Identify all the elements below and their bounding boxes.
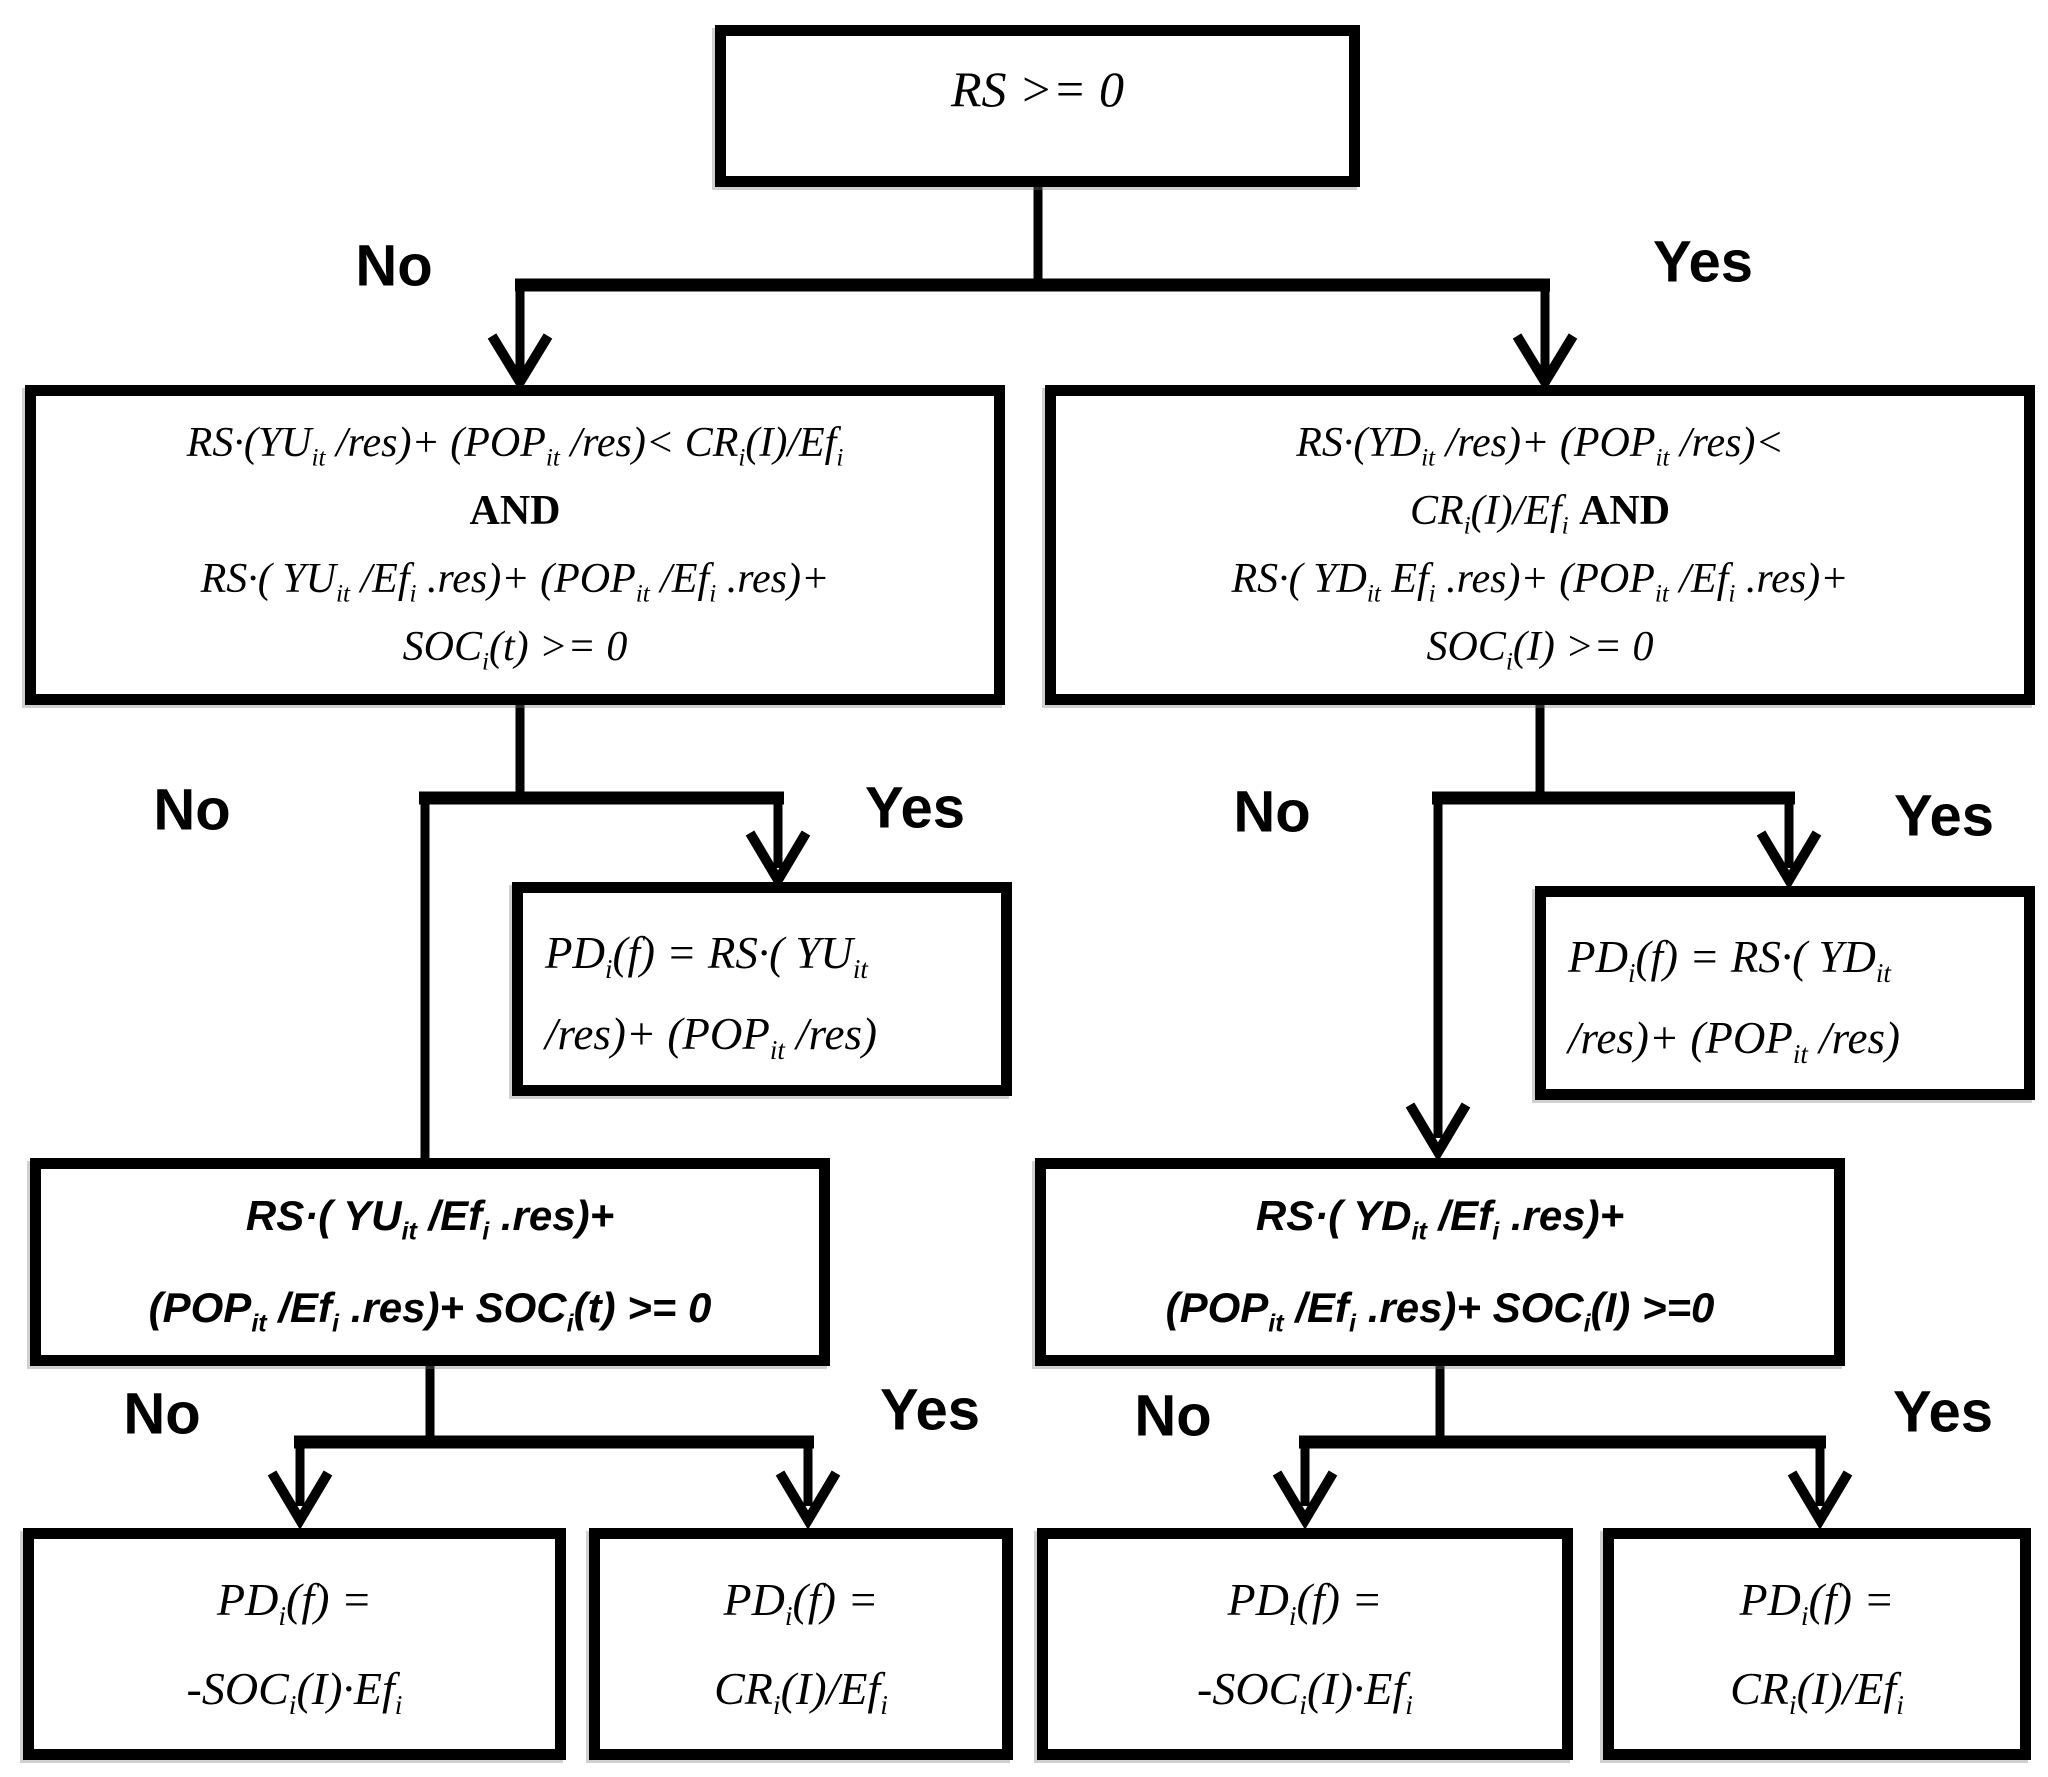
node-result-no-yes-right: PDi(f) = CRi(I)/Efi [1603, 1528, 2031, 1760]
branch-label-no: No [1134, 1383, 1212, 1449]
formula-line: CRi(I)/Efi [1730, 1663, 1904, 1721]
arrow-down-icon [1787, 1470, 1853, 1530]
arrow-down-icon [487, 333, 553, 392]
node-condition2-right: RS·( YDit /Efi .res)+ (POPit /Efi .res)+… [1035, 1158, 1845, 1366]
node-root-condition: RS >= 0 [715, 25, 1360, 187]
formula-line: CRi(I)/Efi AND [1409, 487, 1671, 540]
arrow-down-icon [1756, 830, 1822, 890]
node-condition2-left: RS·( YUit /Efi .res)+ (POPit /Efi .res)+… [30, 1158, 830, 1366]
formula-line: RS·(YUit /res)+ (POPit /res)< CRi(I)/Efi [186, 419, 844, 472]
formula-line: RS·(YDit /res)+ (POPit /res)< [1296, 419, 1784, 472]
connector-lines [295, 185, 1825, 1506]
branch-label-yes: Yes [1894, 783, 1994, 849]
arrow-down-icon [1405, 1102, 1471, 1162]
branch-label-no: No [153, 777, 231, 843]
branch-label-yes: Yes [880, 1377, 980, 1443]
node-result-no-no-right: PDi(f) = -SOCi(I)·Efi [1037, 1528, 1573, 1760]
arrow-down-icon [1272, 1470, 1338, 1530]
formula-line: PDi(f) = [1227, 1574, 1383, 1632]
formula-line: /res)+ (POPit /res) [545, 1009, 877, 1065]
branch-label-yes: Yes [1893, 1379, 1993, 1445]
arrow-down-icon [745, 830, 811, 890]
formula-line: PDi(f) = [217, 1574, 372, 1632]
branch-label-yes: Yes [1653, 229, 1753, 295]
arrowhead-icons [267, 333, 1853, 1530]
arrow-down-icon [267, 1470, 333, 1530]
node-result-yes-right: PDi(f) = RS·( YDit /res)+ (POPit /res) [1535, 886, 2035, 1100]
formula-line: SOCi(I) >= 0 [1426, 624, 1654, 676]
formula-line: CRi(I)/Efi [714, 1663, 888, 1721]
formula-line: (POPit /Efi .res)+ SOCi(I) >=0 [1165, 1284, 1715, 1338]
formula-line: AND [469, 487, 561, 534]
formula-line: PDi(f) = RS·( YDit [1568, 932, 1891, 988]
branch-label-no: No [355, 233, 433, 299]
formula-line: /res)+ (POPit /res) [1568, 1013, 1900, 1069]
formula-line: -SOCi(I)·Efi [1197, 1663, 1413, 1721]
formula-line: SOCi(t) >= 0 [402, 624, 628, 676]
node-result-yes-left: PDi(f) = RS·( YUit /res)+ (POPit /res) [512, 882, 1012, 1096]
node-condition-right: RS·(YDit /res)+ (POPit /res)< CRi(I)/Efi… [1045, 385, 2035, 705]
formula-line: -SOCi(I)·Efi [186, 1663, 403, 1721]
formula-line: PDi(f) = [1739, 1574, 1895, 1632]
node-result-no-yes-left: PDi(f) = CRi(I)/Efi [589, 1528, 1013, 1760]
arrow-down-icon [775, 1470, 841, 1530]
formula-line: PDi(f) = RS·( YUit [545, 928, 868, 984]
branch-label-yes: Yes [865, 775, 965, 841]
branch-label-no: No [1233, 779, 1311, 845]
formula-line: RS·( YDit /Efi .res)+ [1255, 1192, 1625, 1246]
arrow-down-icon [1512, 333, 1578, 392]
branch-label-no: No [123, 1381, 201, 1447]
formula-line: RS·( YUit /Efi .res)+ [245, 1192, 615, 1246]
formula-line: (POPit /Efi .res)+ SOCi(t) >= 0 [148, 1284, 712, 1338]
node-condition-left: RS·(YUit /res)+ (POPit /res)< CRi(I)/Efi… [25, 385, 1005, 705]
formula-line: RS·( YDit Efi .res)+ (POPit /Efi .res)+ [1231, 556, 1849, 608]
node-result-no-no-left: PDi(f) = -SOCi(I)·Efi [23, 1528, 566, 1760]
formula-line: RS·( YUit /Efi .res)+ (POPit /Efi .res)+ [200, 556, 830, 608]
formula-line: RS >= 0 [950, 61, 1125, 117]
formula-line: PDi(f) = [723, 1574, 879, 1632]
split-bars [294, 278, 1826, 1449]
